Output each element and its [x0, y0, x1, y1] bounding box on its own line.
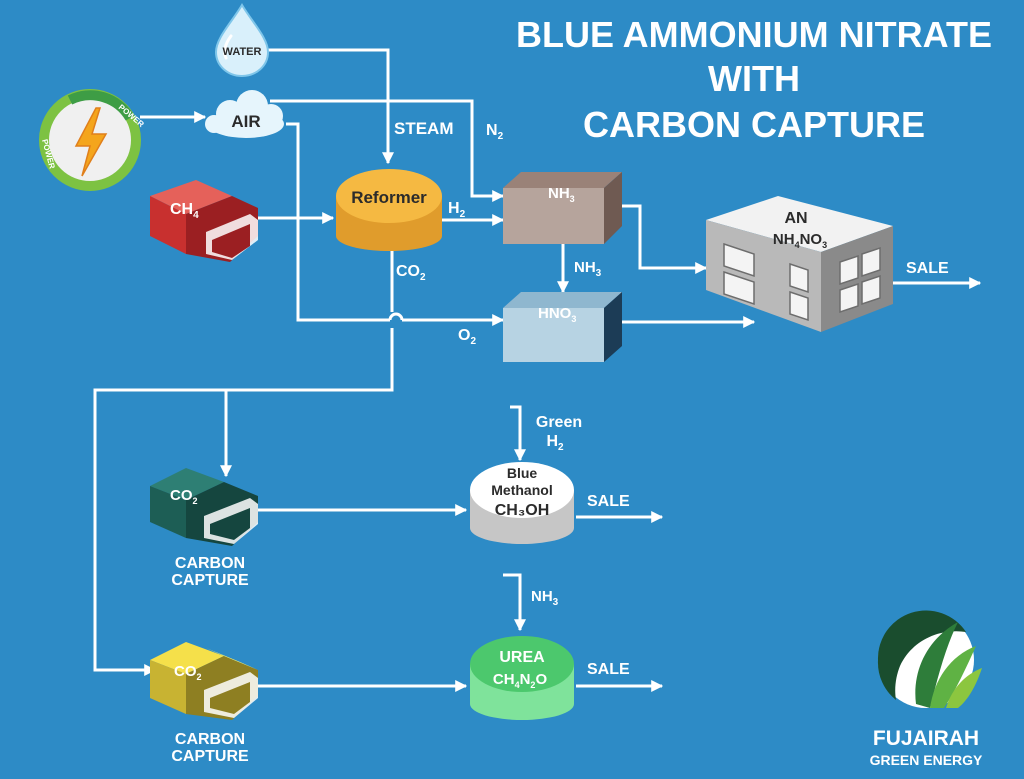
- urea-label: UREA: [499, 649, 545, 666]
- steam-flow-line: [268, 48, 394, 165]
- water-label: WATER: [223, 46, 262, 58]
- reformer-label: Reformer: [351, 188, 427, 207]
- carbon-capture-1-caption-line2: CAPTURE: [171, 572, 249, 589]
- title-line-3: CARBON CAPTURE: [583, 104, 925, 145]
- reformer-unit: Reformer: [336, 169, 442, 251]
- green-h2-label: H2: [546, 433, 564, 453]
- flow-labels: STEAM N2 H2 CO2 NH3 O2 Green H2 NH3: [394, 119, 602, 608]
- methanol-label-2: Methanol: [491, 482, 552, 498]
- carbon-capture-unit-1: CO2 CARBON CAPTURE: [150, 468, 258, 589]
- ch4-building: CH4: [150, 180, 258, 262]
- title-line-1: BLUE AMMONIUM NITRATE: [516, 14, 992, 55]
- title-line-2: WITH: [708, 58, 800, 99]
- fujairah-green-energy-logo: FUJAIRAH GREEN ENERGY: [870, 610, 983, 768]
- urea-unit: UREA CH4N2O: [470, 636, 574, 720]
- diagram-title: BLUE AMMONIUM NITRATE WITH CARBON CAPTUR…: [516, 14, 992, 145]
- methanol-unit: Blue Methanol CH₃OH: [470, 462, 574, 544]
- an-label: AN: [784, 210, 807, 227]
- nitric-acid-unit: HNO3: [503, 292, 622, 362]
- nh3-urea-label: NH3: [531, 588, 559, 608]
- carbon-capture-2-caption-line2: CAPTURE: [171, 748, 249, 765]
- air-label: AIR: [231, 112, 260, 131]
- o2-crossover: [388, 312, 404, 321]
- air-cloud-icon: AIR: [205, 90, 284, 138]
- hno3-unit-label: HNO3: [538, 305, 576, 324]
- nh3-to-urea-line: [503, 573, 526, 632]
- an-windows: [723, 242, 881, 322]
- co2-label: CO2: [396, 263, 426, 283]
- nh3-flow-label: NH3: [574, 259, 602, 279]
- logo-name: FUJAIRAH: [873, 727, 979, 750]
- green-h2-line: [510, 405, 526, 462]
- logo-tagline: GREEN ENERGY: [870, 752, 983, 768]
- co2-line-to-capture-2: [93, 328, 394, 676]
- sale-an-label: SALE: [906, 260, 949, 277]
- urea-formula: CH4N2O: [493, 671, 548, 690]
- co2-capture-1-label: CO2: [170, 487, 198, 506]
- o2-label: O2: [458, 327, 476, 347]
- carbon-capture-2-caption-line1: CARBON: [175, 731, 245, 748]
- water-drop-icon: WATER: [214, 3, 270, 78]
- nh3-to-an-line: [622, 204, 708, 274]
- n2-flow-line: [270, 99, 505, 202]
- ammonium-nitrate-building: AN NH4NO3: [706, 196, 893, 332]
- n2-label: N2: [486, 122, 504, 142]
- sale-urea-label: SALE: [587, 661, 630, 678]
- co2-capture-2-label: CO2: [174, 663, 202, 682]
- steam-label: STEAM: [394, 119, 454, 138]
- power-icon: POWER POWER: [39, 89, 146, 191]
- h2-label: H2: [448, 200, 466, 220]
- ch4-label: CH4: [170, 201, 199, 221]
- sale-methanol-label: SALE: [587, 493, 630, 510]
- carbon-capture-unit-2: CO2 CARBON CAPTURE: [150, 642, 258, 765]
- green-label: Green: [536, 414, 582, 431]
- flow-lines: [93, 48, 982, 692]
- ammonia-unit: NH3: [503, 172, 622, 244]
- nh3-unit-label: NH3: [548, 185, 575, 204]
- an-formula: NH4NO3: [773, 231, 827, 250]
- methanol-formula: CH₃OH: [495, 502, 550, 519]
- carbon-capture-1-caption-line1: CARBON: [175, 555, 245, 572]
- o2-flow-line-a: [286, 122, 390, 322]
- methanol-label-1: Blue: [507, 465, 538, 481]
